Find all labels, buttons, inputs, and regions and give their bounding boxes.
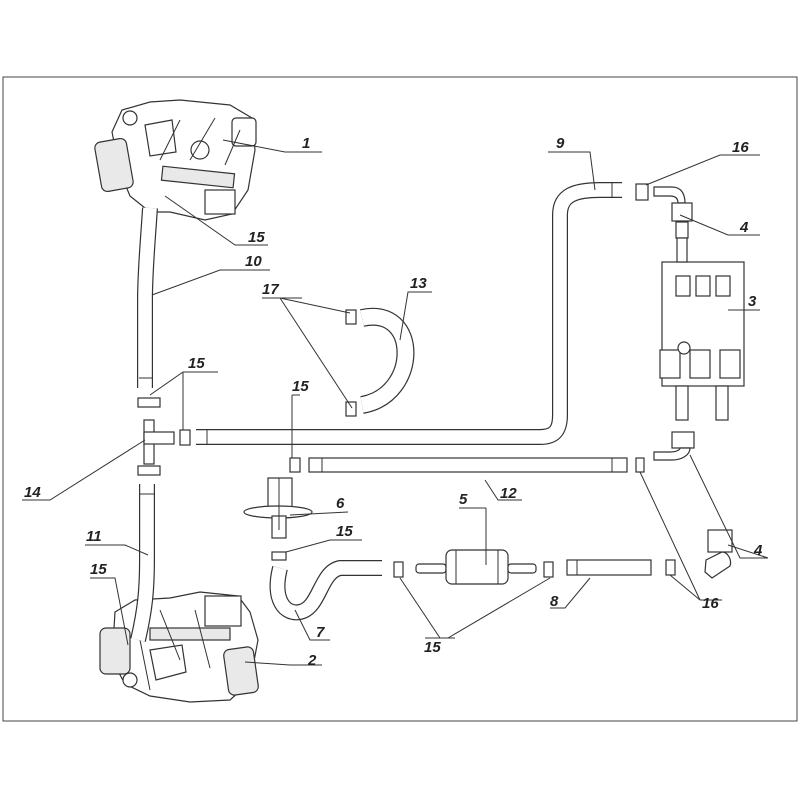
elbow-fitting-4-mid bbox=[653, 431, 695, 461]
clamp-15-valve bbox=[271, 551, 287, 561]
frame bbox=[2, 76, 798, 722]
tee-connector-14 bbox=[137, 397, 175, 476]
callout-1: 1 bbox=[302, 135, 310, 152]
callouts: 1 15 10 17 13 15 15 14 9 16 4 3 12 6 15 … bbox=[24, 135, 763, 669]
fuel-pump-3 bbox=[659, 237, 745, 421]
hose-9 bbox=[196, 182, 622, 445]
clamp-15-hose12 bbox=[289, 457, 301, 473]
throttle-body-bottom bbox=[99, 591, 259, 703]
callout-11: 11 bbox=[86, 528, 102, 545]
callout-16-bottom: 16 bbox=[702, 595, 719, 612]
leader-lines bbox=[22, 139, 769, 666]
hose-11 bbox=[130, 484, 155, 642]
callout-8: 8 bbox=[550, 593, 559, 610]
hose-8 bbox=[566, 559, 652, 576]
elbow-fitting-4-bottom bbox=[704, 529, 733, 579]
clamp-17-bottom bbox=[345, 401, 357, 417]
callout-13: 13 bbox=[410, 275, 427, 292]
hose-10 bbox=[137, 207, 158, 388]
callout-4-top: 4 bbox=[739, 219, 749, 236]
clamp-16-hose12 bbox=[635, 457, 645, 473]
callout-7: 7 bbox=[316, 624, 325, 641]
callout-4-bottom: 4 bbox=[753, 542, 763, 559]
clamp-17-top bbox=[345, 309, 357, 325]
fuel-filter-5 bbox=[415, 549, 537, 585]
throttle-body-top bbox=[94, 99, 257, 221]
clamp-15-hose9 bbox=[179, 429, 191, 446]
vent-valve-6 bbox=[243, 477, 313, 539]
callout-16-top: 16 bbox=[732, 139, 749, 156]
callout-12: 12 bbox=[500, 485, 517, 502]
callout-15-bottom-left: 15 bbox=[90, 561, 107, 578]
callout-14: 14 bbox=[24, 484, 41, 501]
callout-15-top: 15 bbox=[248, 229, 265, 246]
callout-17: 17 bbox=[262, 281, 279, 298]
hose-7 bbox=[269, 560, 382, 621]
callout-9: 9 bbox=[556, 135, 565, 152]
callout-5: 5 bbox=[459, 491, 468, 508]
callout-15-filter: 15 bbox=[424, 639, 441, 656]
elbow-fitting-4-top bbox=[635, 183, 693, 239]
callout-6: 6 bbox=[336, 495, 345, 512]
callout-3: 3 bbox=[748, 293, 757, 310]
callout-10: 10 bbox=[245, 253, 262, 270]
callout-2: 2 bbox=[307, 652, 317, 669]
callout-15-left: 15 bbox=[188, 355, 205, 372]
callout-15-valve: 15 bbox=[336, 523, 353, 540]
clamp-16-hose8 bbox=[665, 559, 676, 576]
hose-12 bbox=[308, 457, 628, 473]
clamp-15-filter-right bbox=[543, 561, 554, 578]
callout-15-hose12: 15 bbox=[292, 378, 309, 395]
clamp-15-filter-left bbox=[393, 561, 404, 578]
hose-13 bbox=[359, 307, 415, 414]
